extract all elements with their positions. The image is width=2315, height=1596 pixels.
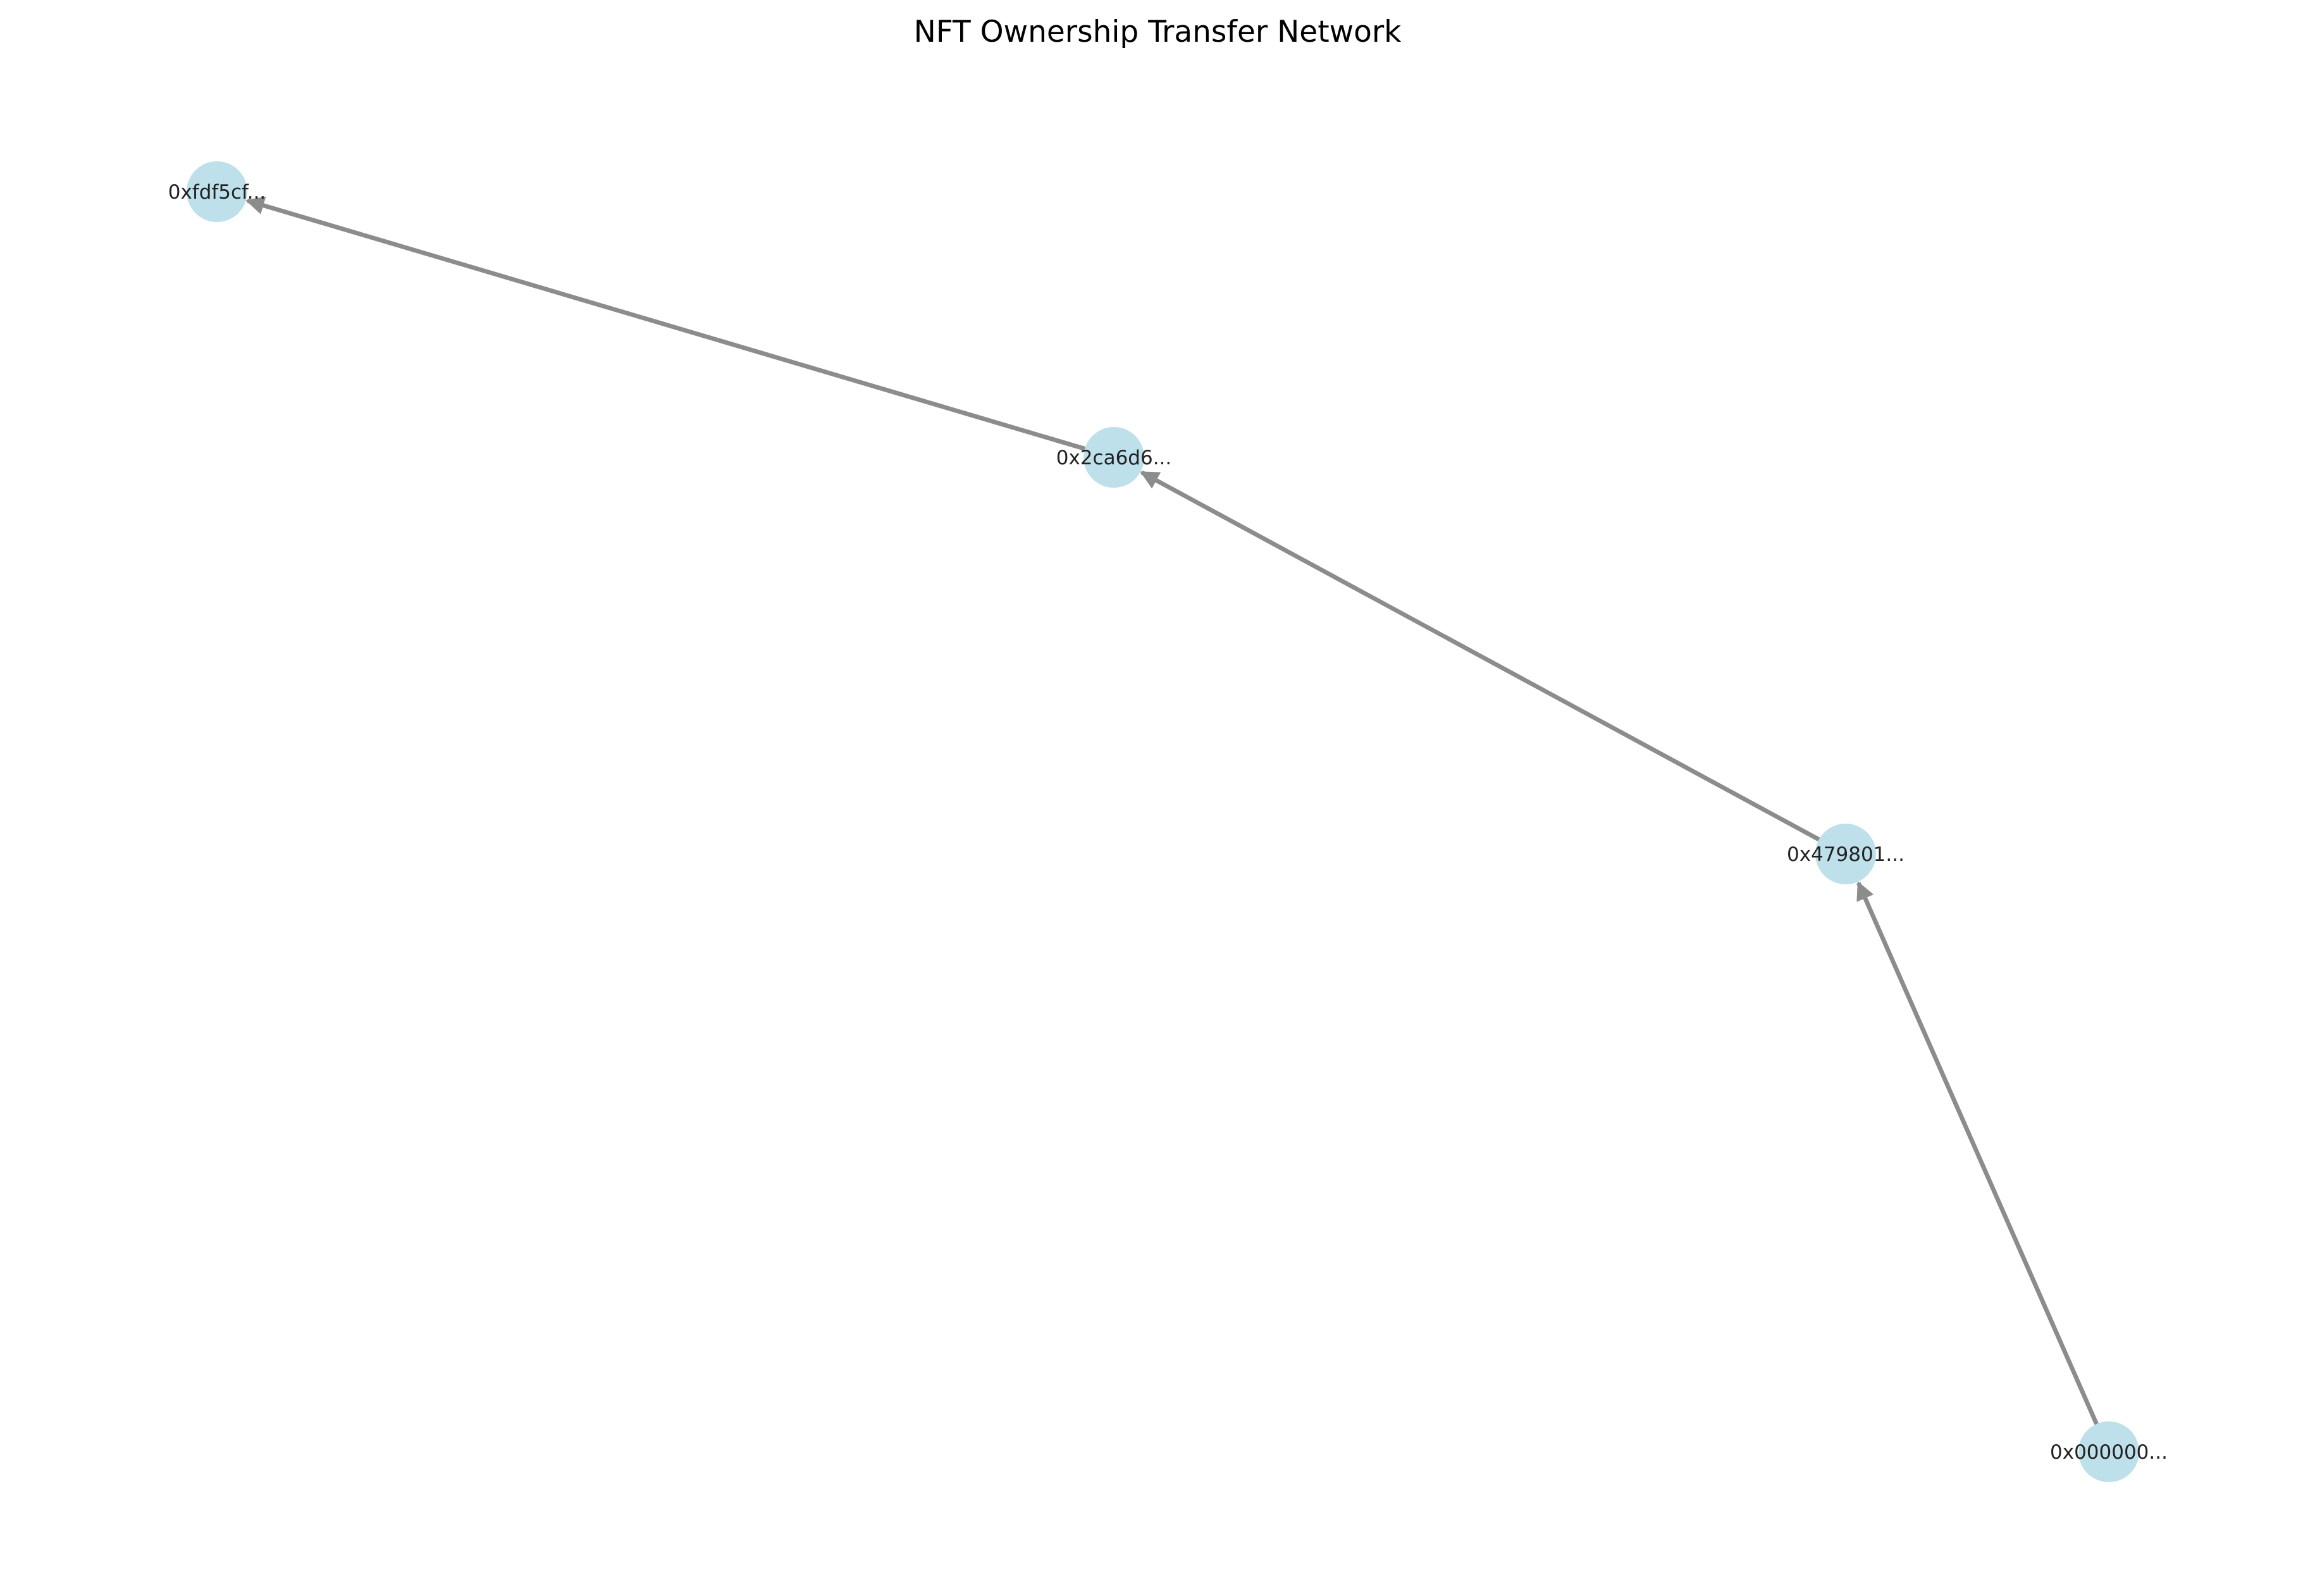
edges-layer — [245, 196, 2099, 1425]
wallet-node-label: 0x000000... — [2050, 1441, 2168, 1464]
nodes-layer — [187, 161, 2139, 1482]
wallet-node-n_fdf5cf — [187, 161, 247, 222]
wallet-node-n_000000 — [2078, 1421, 2139, 1482]
transfer-edge-2 — [1140, 470, 1820, 842]
transfer-edge-3 — [245, 196, 1085, 451]
wallet-node-label: 0x2ca6d6... — [1056, 447, 1172, 469]
wallet-node-label: 0xfdf5cf... — [168, 181, 266, 204]
wallet-node-label: 0x479801... — [1787, 843, 1904, 866]
page-title: NFT Ownership Transfer Network — [914, 15, 1402, 49]
wallet-node-n_479801 — [1815, 824, 1876, 884]
transfer-edge-1 — [1856, 881, 2099, 1425]
wallet-node-n_2ca6d6 — [1083, 427, 1144, 488]
labels-layer: 0xfdf5cf... 0x2ca6d6... 0x479801... 0x00000… — [168, 181, 2168, 1464]
